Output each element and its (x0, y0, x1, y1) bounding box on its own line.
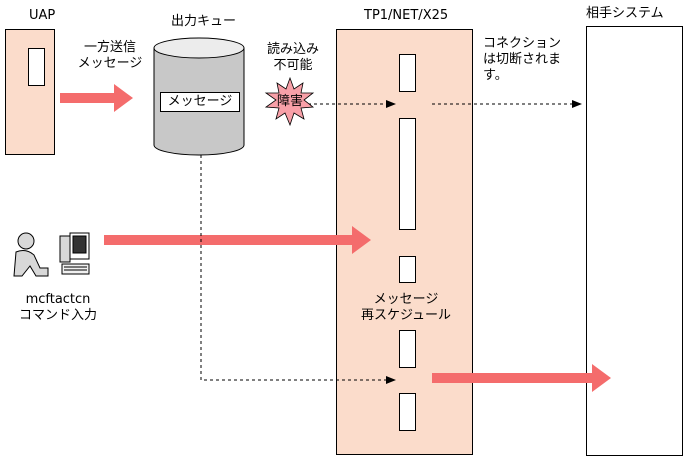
command-arrow (104, 226, 371, 254)
dashed-reschedule-path (200, 155, 386, 381)
tp1-label: TP1/NET/X25 (364, 8, 449, 23)
reschedule-label: メッセージ 再スケジュール (360, 292, 452, 323)
command-input-label: コマンド入力 (18, 308, 97, 323)
connection-cut-label: コネクション は切断されま す。 (483, 36, 562, 83)
tp1-slot-1 (399, 54, 416, 92)
output-queue-label: 出力キュー (171, 14, 237, 29)
command-name-label: mcftactcn (25, 292, 91, 307)
tp1-slot-5 (399, 393, 416, 431)
queue-message-label: メッセージ (160, 92, 240, 112)
one-way-message-label: 一方送信 メッセージ (77, 40, 143, 71)
failure-label: 障害 (276, 94, 303, 109)
uap-slot (28, 48, 45, 86)
uap-label: UAP (29, 8, 56, 23)
terminal-operator-icon (13, 232, 90, 277)
tp1-slot-3 (399, 256, 416, 283)
one-way-send-arrow (60, 84, 133, 112)
unreadable-label: 読み込み 不可能 (266, 42, 319, 73)
tp1-slot-4 (399, 330, 416, 368)
failure-starburst-icon (264, 76, 315, 127)
tp1-slot-2 (399, 118, 416, 230)
remote-system-label: 相手システム (586, 6, 664, 21)
resend-arrow (432, 364, 611, 392)
